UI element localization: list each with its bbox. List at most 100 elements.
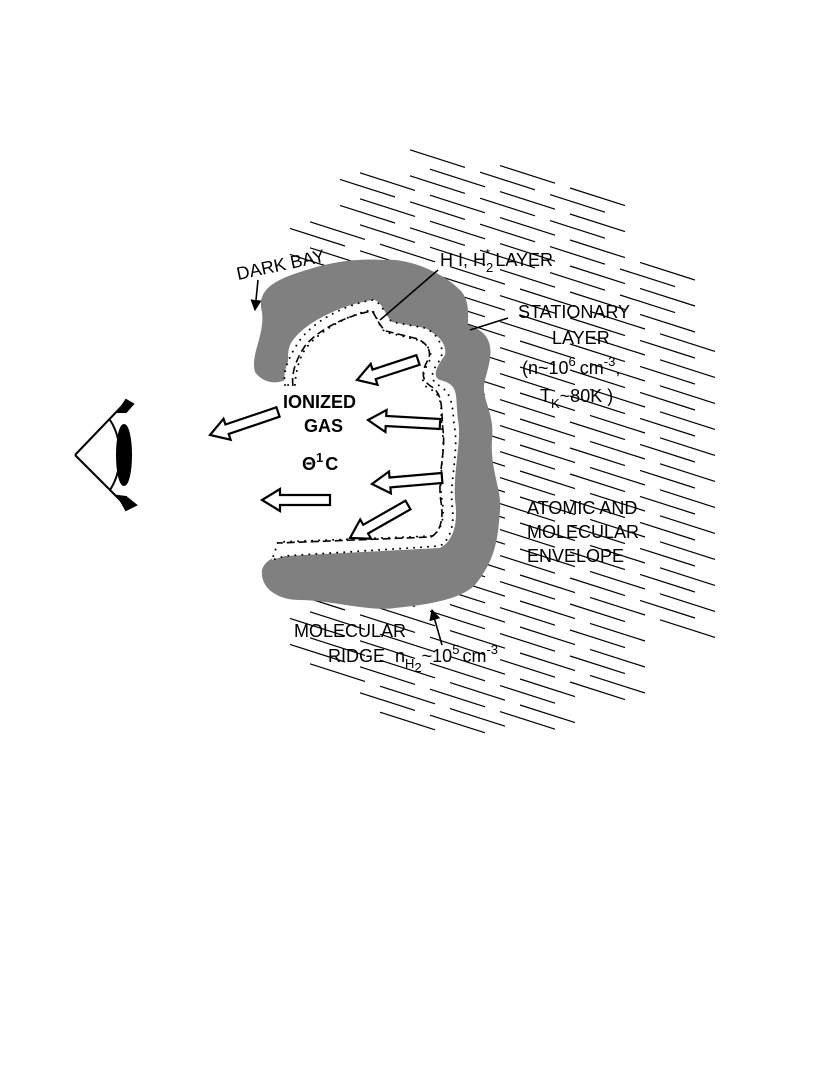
hatch-line (429, 194, 486, 214)
hatch-line (569, 551, 626, 571)
hatch-line (569, 291, 626, 311)
label-molecular: MOLECULAR (294, 621, 406, 641)
hatch-line (639, 391, 696, 411)
layer-dot (440, 469, 443, 472)
hatch-line (569, 395, 626, 415)
hatch-line (499, 607, 556, 626)
layer-dot (357, 302, 360, 305)
layer-dot (315, 553, 318, 555)
layer-dot (322, 552, 325, 555)
hatch-line (479, 171, 536, 191)
hatch-line (549, 220, 606, 239)
layer-dot (303, 333, 306, 336)
hatch-line (519, 574, 576, 594)
hatch-line (379, 659, 436, 679)
hatch-line (499, 477, 556, 496)
label-atomic: ATOMIC AND (527, 498, 637, 518)
layer-dot (274, 548, 277, 551)
hatch-line (569, 369, 626, 389)
layer-dot (299, 356, 302, 359)
hatch-line (569, 525, 626, 545)
layer-dot (351, 304, 353, 307)
hatch-line (659, 593, 716, 612)
label-ionized: IONIZED (283, 392, 356, 412)
hatch-line (639, 469, 696, 489)
layer-dot (440, 543, 443, 546)
hatch-line (519, 548, 576, 568)
layer-dot (283, 540, 286, 543)
layer-dot (357, 550, 360, 553)
layer-dot (427, 346, 430, 349)
layer-dot (395, 333, 398, 336)
hollow-arrow-icon (208, 405, 281, 442)
layer-dot (392, 548, 395, 550)
hatch-line (569, 343, 626, 363)
layer-dot (425, 385, 428, 388)
hatch-line (589, 622, 646, 642)
label-layer: LAYER (552, 328, 610, 348)
layer-dot (402, 323, 405, 326)
layer-dot (440, 354, 443, 357)
hollow-arrow-icon (365, 408, 442, 435)
layer-dot (416, 325, 419, 328)
layer-dot (406, 547, 409, 550)
hatch-line (659, 385, 716, 404)
hatch-line (639, 287, 696, 307)
layer-dot (286, 363, 288, 366)
hatch-line (659, 359, 716, 378)
hatch-line (359, 614, 416, 633)
hatch-line (429, 246, 486, 266)
layer-dot (441, 504, 444, 507)
hatch-line (289, 227, 346, 247)
hatch-line (569, 421, 626, 441)
ridge-pointer (429, 608, 443, 646)
hatch-line (409, 175, 466, 194)
hatch-line (569, 317, 626, 337)
cavity-region (150, 265, 470, 575)
layer-dot (441, 518, 444, 521)
layer-dot (451, 505, 454, 508)
hatch-line (499, 373, 556, 392)
layer-dot (338, 309, 340, 312)
hatch-line (659, 463, 716, 482)
layer-dot (295, 370, 298, 372)
layer-dot (395, 321, 398, 324)
layer-dot (451, 512, 454, 515)
hatch-line (589, 648, 646, 668)
layer-dot (288, 356, 291, 359)
layer-dot (308, 553, 311, 556)
hatch-line (409, 227, 466, 246)
stationary-leader (469, 317, 509, 331)
hatch-line (379, 633, 436, 653)
hatch-line (479, 197, 536, 217)
layer-dot (451, 407, 454, 410)
layer-dot (443, 388, 446, 391)
hatch-line (499, 633, 556, 652)
hatch-line (379, 243, 436, 263)
hatch-line (499, 165, 556, 184)
hatch-line (589, 336, 646, 356)
layer-dot (437, 360, 440, 363)
layer-dot (438, 340, 441, 343)
hatch-line (589, 414, 646, 434)
hi-layer-leader (379, 269, 439, 321)
ionized-flow-arrows (208, 353, 444, 540)
hatch-line (569, 265, 626, 285)
layer-dot (432, 379, 435, 382)
hatch-line (589, 544, 646, 564)
layer-dot (308, 328, 311, 331)
hatch-line (639, 521, 696, 541)
label-hi-layer: H I, H2* LAYER (440, 246, 553, 275)
layer-dot (306, 344, 309, 347)
layer-dot (409, 324, 412, 327)
hatch-line (409, 149, 466, 168)
hatch-line (449, 656, 506, 675)
layer-dot (346, 316, 349, 319)
layer-dot (452, 414, 455, 417)
layer-dot (413, 546, 416, 549)
layer-dot (378, 548, 381, 551)
layer-dot (284, 384, 286, 386)
hatch-line (359, 172, 416, 191)
